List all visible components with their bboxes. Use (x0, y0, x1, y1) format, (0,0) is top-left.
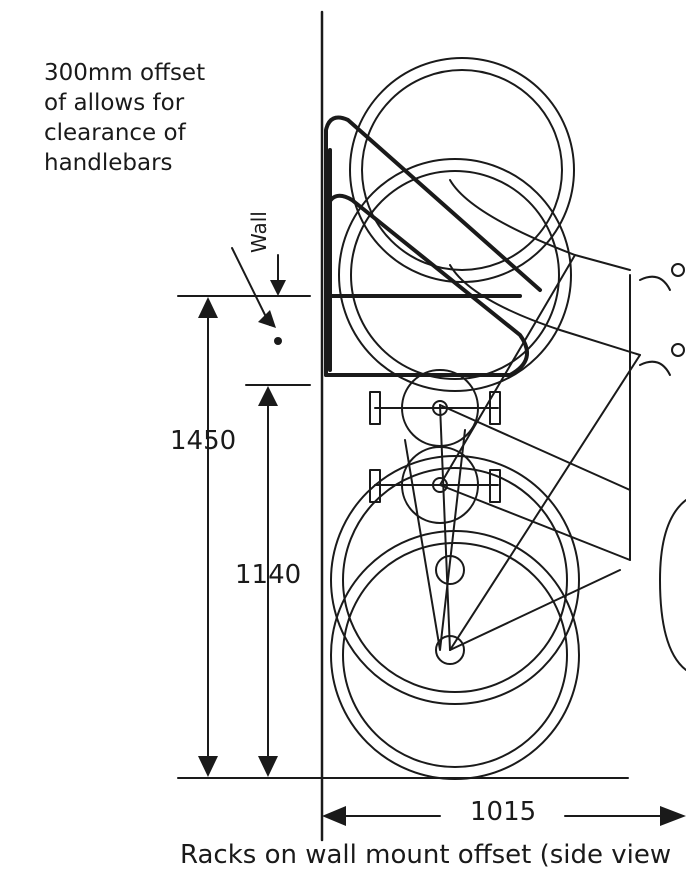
dimension-overall-height: 1450 (170, 426, 237, 456)
note-line-2: of allows for (44, 90, 185, 116)
note-line-4: handlebars (44, 150, 173, 176)
rack-brackets (324, 115, 542, 377)
wall-label: Wall (247, 211, 271, 253)
dimension-1140-arrow (258, 386, 278, 777)
wall-marker (231, 247, 286, 345)
note-line-1: 300mm offset (44, 60, 206, 86)
dimension-depth: 1015 (470, 797, 537, 827)
note-line-3: clearance of (44, 120, 186, 146)
dimension-rack-height: 1140 (235, 560, 302, 590)
dimension-1015-arrow (322, 806, 686, 826)
upper-wheels (338, 57, 575, 392)
handlebar-clearance-note: 300mm offset of allows for clearance of … (44, 58, 284, 178)
partial-tyre (659, 499, 686, 671)
diagram-caption: Racks on wall mount offset (side view (180, 840, 672, 870)
lower-wheels (330, 455, 580, 780)
dimension-1450-arrow (198, 297, 218, 777)
